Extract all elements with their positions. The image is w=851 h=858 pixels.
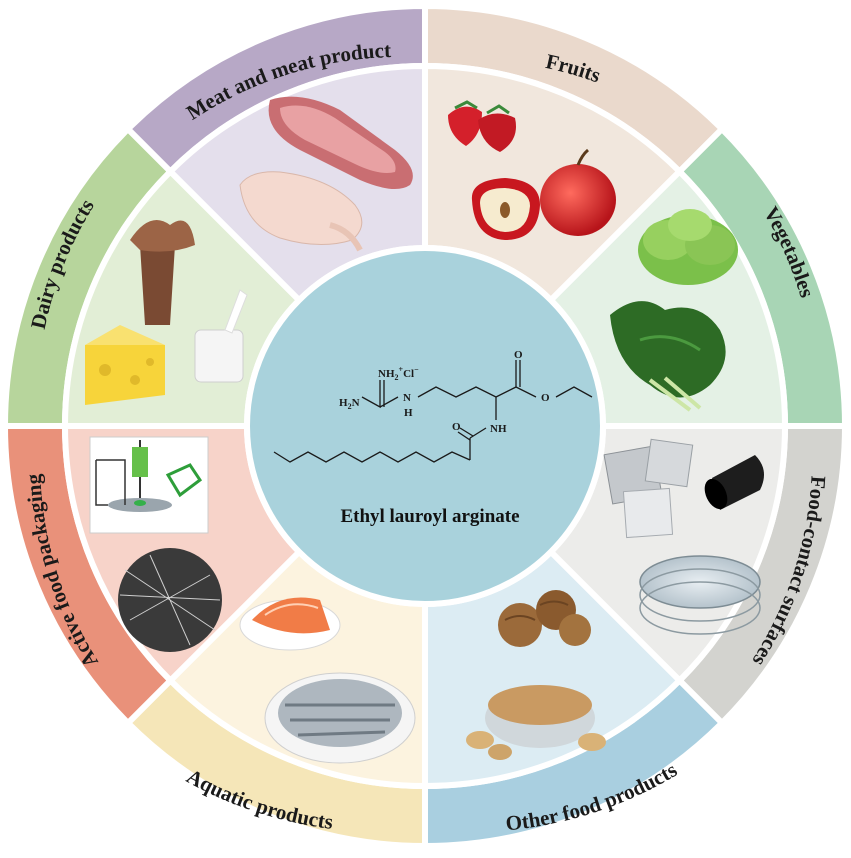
atom-h-below: H xyxy=(404,407,413,419)
packaging-illustration xyxy=(89,436,222,652)
food-contact-illustration xyxy=(603,438,764,635)
other-food-illustration xyxy=(466,590,606,760)
meat-illustration xyxy=(239,96,413,252)
atom-o-amide: O xyxy=(452,421,461,433)
compound-name: Ethyl lauroyl arginate xyxy=(340,506,519,527)
chemical-structure xyxy=(273,360,593,463)
vegetables-illustration xyxy=(610,209,738,412)
atom-n-chain: N xyxy=(403,392,411,404)
aquatic-illustration xyxy=(239,597,416,764)
atom-o-ester-top: O xyxy=(514,349,523,361)
fruits-illustration xyxy=(448,100,616,240)
atom-nh2-top: NH2+Cl− xyxy=(378,365,419,382)
dairy-illustration xyxy=(85,220,248,405)
atom-nh-amide: NH xyxy=(490,423,507,435)
atom-o-ester: O xyxy=(541,392,550,404)
center-circle xyxy=(244,245,606,607)
atom-h2n: H2N xyxy=(339,397,360,411)
